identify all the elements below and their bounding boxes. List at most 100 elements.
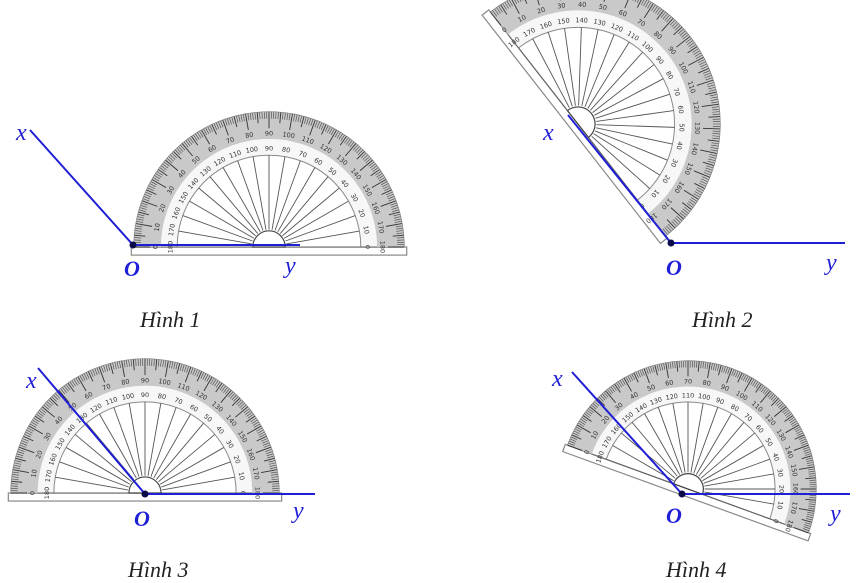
protractor-outer-number: 100 (282, 130, 296, 140)
protractor-tick (190, 367, 194, 375)
protractor-tick (25, 431, 32, 436)
protractor-tick (504, 2, 509, 9)
vertex-o-2 (667, 239, 675, 247)
protractor-tick (207, 126, 212, 133)
protractor-tick (256, 427, 263, 432)
protractor-spoke (128, 403, 143, 476)
protractor-tick (683, 361, 685, 368)
protractor-tick (240, 114, 243, 122)
protractor-tick (666, 225, 672, 232)
protractor-tick (214, 380, 219, 387)
protractor-tick (681, 361, 682, 368)
protractor-tick (671, 21, 677, 28)
protractor-tick (619, 380, 624, 387)
protractor-tick (686, 40, 694, 45)
protractor-tick (712, 363, 715, 371)
protractor-tick (663, 363, 666, 370)
protractor-tick (678, 28, 684, 34)
protractor-tick (809, 479, 816, 481)
protractor-scale-band (11, 359, 279, 493)
protractor-tick (98, 366, 106, 383)
protractor-tick (135, 225, 143, 228)
protractor-tick (265, 451, 273, 454)
protractor-tick (685, 361, 687, 368)
protractor-tick (53, 394, 59, 401)
protractor-outer-number: 0 (582, 449, 591, 456)
protractor-tick (175, 362, 178, 370)
protractor-tick (707, 139, 719, 142)
protractor-tick (683, 189, 699, 200)
protractor-spoke (702, 445, 764, 482)
protractor-spoke (532, 38, 570, 108)
protractor-tick (12, 469, 29, 473)
protractor-outer-number: 60 (83, 390, 94, 401)
protractor-tick (806, 516, 813, 519)
protractor-outer-number: 70 (101, 382, 112, 392)
label-o-2: O (666, 255, 682, 280)
protractor-tick (300, 116, 305, 128)
protractor-tick (500, 4, 508, 15)
protractor-tick (708, 116, 720, 118)
protractor-tick (304, 117, 307, 124)
protractor-spoke (285, 215, 356, 242)
protractor-outer-number: 0 (28, 491, 36, 495)
protractor-tick (618, 381, 623, 388)
protractor-tick (807, 464, 814, 467)
protractor-tick (741, 373, 745, 380)
protractor-outer-number: 160 (792, 483, 800, 495)
protractor-tick (81, 374, 86, 381)
protractor-tick (712, 126, 720, 127)
protractor-outer-number: 20 (34, 449, 44, 460)
label-x-2: x (542, 120, 554, 146)
ray-ox-2 (567, 114, 672, 244)
protractor-tick (310, 119, 314, 126)
protractor-tick (328, 129, 337, 145)
protractor-tick (492, 10, 498, 17)
protractor-tick (709, 154, 717, 157)
protractor-tick (20, 442, 28, 446)
protractor-tick (183, 141, 189, 148)
protractor-spoke (704, 473, 774, 487)
protractor-tick (568, 442, 575, 446)
protractor-tick (804, 524, 811, 527)
protractor-outer-number: 170 (251, 467, 261, 481)
protractor-spoke (277, 167, 316, 233)
protractor-tick (684, 206, 691, 212)
protractor-tick (778, 403, 784, 408)
protractor-tick (737, 372, 743, 383)
protractor-tick (589, 406, 603, 417)
protractor-tick (702, 361, 704, 369)
protractor-tick (567, 444, 583, 451)
protractor-tick (203, 376, 213, 392)
protractor-tick (218, 121, 222, 129)
protractor-outer-number: 20 (157, 203, 167, 214)
protractor-outer-number: 30 (613, 401, 624, 412)
protractor-tick (204, 374, 209, 381)
protractor-tick (265, 449, 272, 452)
protractor-spoke (693, 407, 719, 474)
protractor-tick (308, 118, 312, 126)
protractor-tick (664, 227, 670, 233)
protractor-tick (670, 207, 684, 220)
protractor-tick (142, 198, 150, 202)
protractor-tick (591, 404, 597, 410)
protractor-tick (391, 207, 399, 210)
protractor-tick (598, 396, 604, 402)
protractor-tick (600, 395, 606, 401)
protractor-tick (282, 112, 284, 120)
protractor-tick (31, 421, 38, 426)
protractor-tick (805, 457, 813, 460)
protractor-tick (134, 232, 142, 234)
protractor-spoke (704, 488, 776, 490)
protractor-tick (247, 113, 250, 121)
protractor-tick (694, 191, 702, 196)
protractor-tick (381, 189, 392, 195)
protractor-tick (698, 68, 709, 74)
protractor-spoke (65, 447, 131, 485)
protractor-tick (639, 370, 643, 377)
protractor-tick (192, 368, 196, 376)
protractor-tick (388, 211, 400, 216)
protractor-tick (796, 430, 803, 435)
